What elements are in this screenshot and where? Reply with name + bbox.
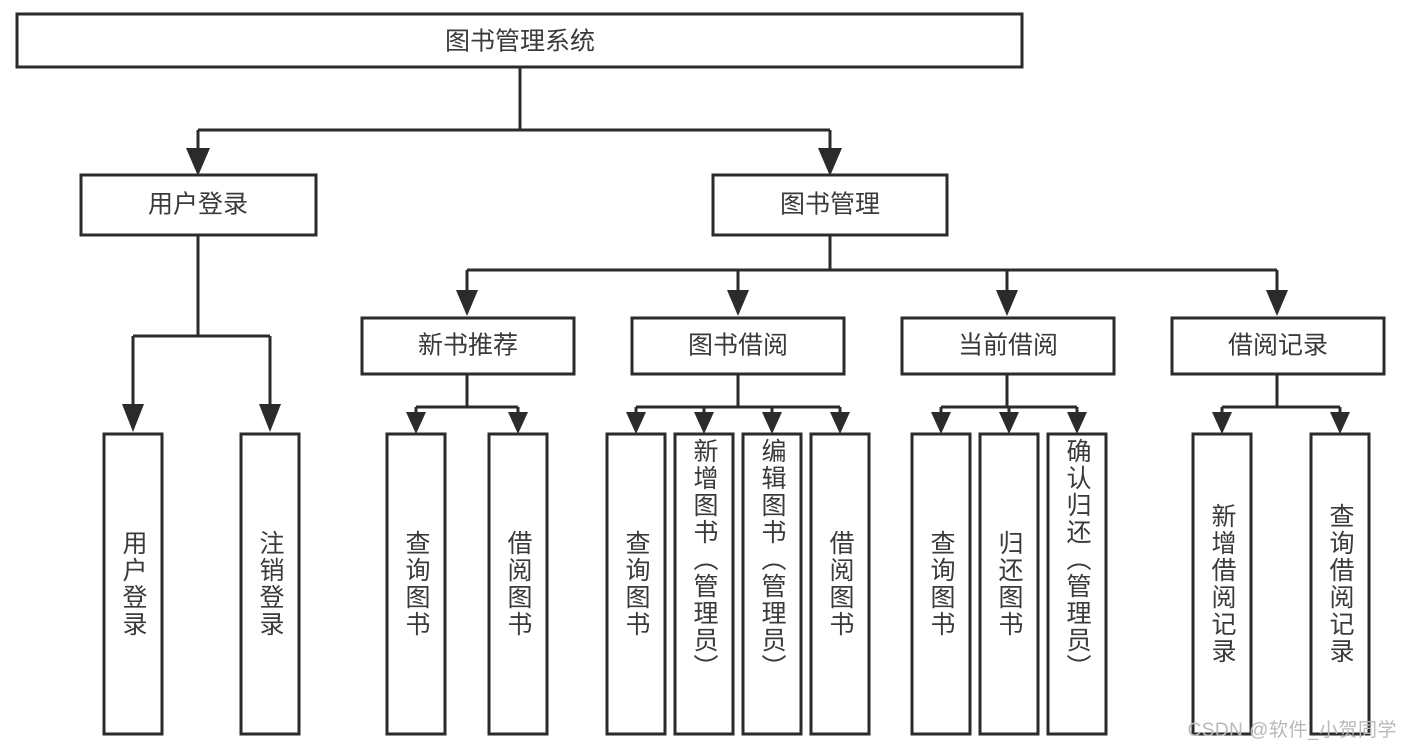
node-new-book-recommend-label: 新书推荐 xyxy=(418,332,518,360)
node-new-book-recommend[interactable]: 新书推荐 xyxy=(360,316,576,376)
node-user-login-box[interactable] xyxy=(79,173,318,237)
node-book-management-label: 图书管理 xyxy=(780,191,880,219)
leaf-query-record-box[interactable] xyxy=(1309,432,1371,736)
csdn-watermark: CSDN @软件_小贺同学 xyxy=(1187,720,1397,741)
leaf-add-book-box[interactable] xyxy=(673,432,735,736)
arrowhead-leaf-query-record xyxy=(1330,412,1350,434)
arrowhead-group xyxy=(122,148,1350,434)
node-book-borrow[interactable]: 图书借阅 xyxy=(630,316,846,376)
arrowhead-borrow-record xyxy=(1266,290,1288,316)
node-book-borrow-label: 图书借阅 xyxy=(688,332,788,360)
node-new-book-recommend-box[interactable] xyxy=(360,316,576,376)
arrowhead-leaf-query-book-1 xyxy=(406,412,426,434)
arrowhead-leaf-borrow-book-2 xyxy=(830,412,850,434)
arrowhead-leaf-edit-book xyxy=(762,412,782,434)
node-book-management-box[interactable] xyxy=(711,173,949,237)
node-root[interactable]: 图书管理系统 xyxy=(15,12,1024,69)
arrowhead-leaf-query-book-2 xyxy=(626,412,646,434)
arrowhead-book-management xyxy=(818,148,842,176)
node-root-label: 图书管理系统 xyxy=(445,28,595,56)
arrowhead-leaf-logout-login xyxy=(259,404,281,432)
arrowhead-leaf-add-book xyxy=(694,412,714,434)
leaf-logout-login-box[interactable] xyxy=(239,432,301,736)
node-borrow-record-label: 借阅记录 xyxy=(1228,332,1328,360)
leaf-query-book-3-box[interactable] xyxy=(910,432,972,736)
node-borrow-record-box[interactable] xyxy=(1170,316,1386,376)
node-user-login[interactable]: 用户登录 xyxy=(79,173,318,237)
arrowhead-leaf-user-login xyxy=(122,404,144,432)
leaf-query-book-2-box[interactable] xyxy=(605,432,667,736)
leaf-borrow-book-1-box[interactable] xyxy=(487,432,549,736)
node-borrow-record[interactable]: 借阅记录 xyxy=(1170,316,1386,376)
arrowhead-new-book-recommend xyxy=(456,290,478,316)
node-current-borrow-label: 当前借阅 xyxy=(958,332,1058,360)
arrowhead-user-login xyxy=(186,148,210,176)
leaf-borrow-book-2-box[interactable] xyxy=(809,432,871,736)
leaf-user-login-box[interactable] xyxy=(102,432,164,736)
leaf-edit-book-box[interactable] xyxy=(741,432,803,736)
leaf-query-book-1-box[interactable] xyxy=(385,432,447,736)
node-book-management[interactable]: 图书管理 xyxy=(711,173,949,237)
leaf-box-group xyxy=(102,432,1371,736)
leaf-confirm-return-box[interactable] xyxy=(1046,432,1108,736)
arrowhead-current-borrow xyxy=(996,290,1018,316)
arrowhead-leaf-return-book xyxy=(999,412,1019,434)
node-root-box[interactable] xyxy=(15,12,1024,69)
arrowhead-leaf-borrow-book-1 xyxy=(508,412,528,434)
leaf-return-book-box[interactable] xyxy=(978,432,1040,736)
arrowhead-leaf-query-book-3 xyxy=(931,412,951,434)
arrowhead-book-borrow xyxy=(727,290,749,316)
node-user-login-label: 用户登录 xyxy=(148,191,248,219)
arrowhead-leaf-add-record xyxy=(1212,412,1232,434)
node-book-borrow-box[interactable] xyxy=(630,316,846,376)
arrowhead-leaf-confirm-return xyxy=(1067,412,1087,434)
node-current-borrow[interactable]: 当前借阅 xyxy=(900,316,1116,376)
node-current-borrow-box[interactable] xyxy=(900,316,1116,376)
leaf-add-record-box[interactable] xyxy=(1191,432,1253,736)
